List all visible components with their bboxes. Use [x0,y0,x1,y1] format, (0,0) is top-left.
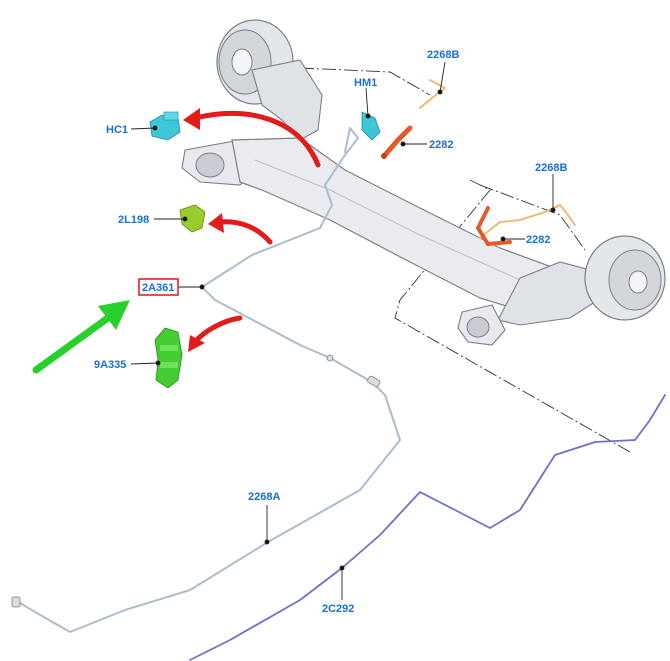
reference-line-right [394,179,631,453]
right-trailing-arm [497,261,599,326]
fitting-union [367,375,381,388]
brake-line-2C292[interactable] [189,394,666,661]
connector-HC1-body [149,114,181,141]
left-trailing-arm [251,59,323,141]
callout-2268b-right[interactable]: 2268B [535,162,567,174]
callout-9a335[interactable]: 9A335 [94,359,126,371]
leader-dot-2c292 [339,565,345,571]
callout-2c292[interactable]: 2C292 [322,603,354,615]
leader-lines [130,61,556,600]
callout-labels: HC1 2L198 2A361 9A335 HM1 2268B 2282 226… [94,49,567,615]
leader-dot-2a361 [199,284,205,290]
curved-arrow-head-1 [183,108,200,130]
right-drum-center [628,270,648,294]
curved-arrow-icon [217,219,273,245]
arrow-right-up-icon [32,300,130,374]
leader-dot-hc1 [152,125,158,131]
callout-2268b-top[interactable]: 2268B [427,49,459,61]
curved-arrow-icon [192,111,321,168]
clip-HM1[interactable] [361,111,381,141]
leader-dot-2268b-right [550,207,556,213]
pointer-arrows [183,108,321,352]
brake-line-2A361-upper[interactable] [201,127,359,288]
fitting-end [11,596,21,608]
leader-hm1 [365,87,369,117]
right-bushing [466,316,490,338]
leader-dot-2282-top [400,141,406,147]
highlight-box [138,278,179,296]
leader-dot-9a335 [155,360,161,366]
callout-2a361[interactable]: 2A361 [142,282,174,294]
axle-beam-highlight [254,159,521,281]
hose-2282-right[interactable] [475,206,512,247]
left-drum-center [231,48,253,76]
left-bushing [195,152,225,178]
curved-arrow-icon [192,315,243,345]
connector-HC1-top [163,111,179,121]
callout-2l198[interactable]: 2L198 [118,214,149,226]
hose-2282-top-end [381,153,387,159]
callout-2282-top[interactable]: 2282 [429,139,453,151]
hose-2282-top[interactable] [381,125,413,159]
callout-hc1[interactable]: HC1 [106,124,128,136]
leader-9a335 [130,362,159,365]
bracket-9A335[interactable] [154,327,183,389]
leader-dot-2268b-top [437,89,443,95]
reference-lines [299,67,631,453]
reference-line-top [299,67,431,96]
curved-arrow-head-2 [208,213,224,233]
focus-arrow-shaft [32,311,116,374]
bracket-9A335-rib-2 [160,362,178,368]
leader-dot-hm1 [365,113,371,119]
leader-hc1 [130,127,156,130]
rear-axle-assembly[interactable] [181,19,666,346]
callout-2268a[interactable]: 2268A [248,491,280,503]
callout-hm1[interactable]: HM1 [354,77,377,89]
brake-line-2A361-lower[interactable] [201,286,331,359]
connector-HC1[interactable] [149,111,181,141]
clip-HM1-body [361,111,381,141]
fitting-junction [326,354,334,362]
bracket-2L198-body [179,204,206,233]
bracket-2L198[interactable] [179,204,206,233]
leader-dot-2282-right [500,236,506,242]
leader-dot-2268a [264,539,270,545]
line-fittings [11,354,381,608]
leader-2268b-top [439,61,446,93]
bracket-9A335-body [154,327,183,389]
hose-2282-top-body [382,125,413,158]
leader-dot-2l198 [182,216,188,222]
bracket-9A335-rib-1 [160,345,178,351]
callout-2282-right[interactable]: 2282 [526,234,550,246]
hose-2282-right-body [475,206,512,247]
reference-line-axle [479,184,586,251]
brake-line-2268B-right[interactable] [479,204,576,239]
curved-arrow-head-3 [188,335,205,352]
focus-arrow-head [98,300,130,330]
